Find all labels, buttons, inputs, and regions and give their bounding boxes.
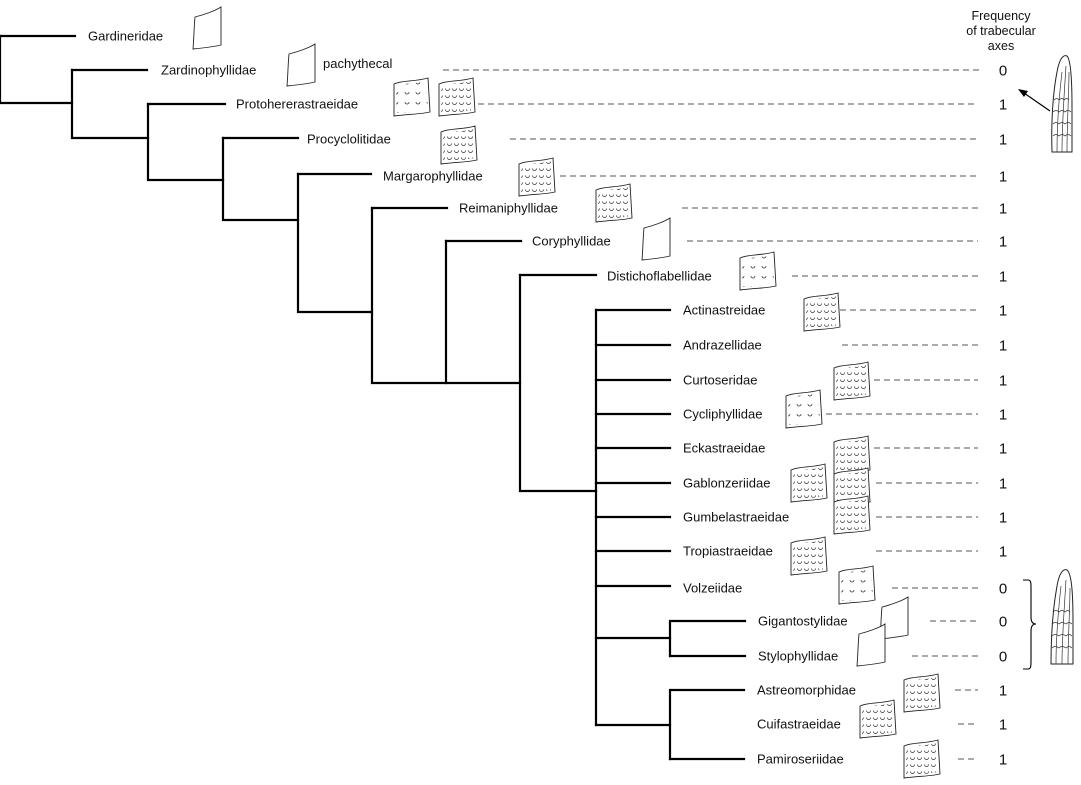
frequency-value-eckastraeidae: 1 <box>999 441 1007 458</box>
frequency-header: Frequency of trabecular axes <box>966 9 1035 53</box>
node-6 <box>370 206 448 385</box>
frequency-value-astreomorphidae: 1 <box>999 683 1007 700</box>
frequency-value-gablonzeriidae: 1 <box>999 476 1007 493</box>
perforated-wall-sketch-gablonzeriidae <box>790 463 828 503</box>
taxon-label-pamiroseriidae: Pamiroseriidae <box>757 752 844 767</box>
cladogram-tree <box>0 34 747 761</box>
arrow-icon <box>1018 89 1051 112</box>
taxon-label-cuifastraeidae: Cuifastraeidae <box>757 717 841 732</box>
node-8 <box>518 273 598 493</box>
taxon-label-distichoflabellidae: Distichoflabellidae <box>607 269 712 284</box>
leader-lines <box>443 69 980 760</box>
taxon-label-andrazellidae: Andrazellidae <box>683 338 762 353</box>
frequency-value-actinastreidae: 1 <box>999 303 1007 320</box>
taxon-label-astreomorphidae: Astreomorphidae <box>757 683 856 698</box>
solid-wall-sketch-zardinophyllidae <box>286 43 316 87</box>
perforated-wall-sketch-tropiastraeidae <box>790 536 828 576</box>
header-line-1: Frequency <box>971 9 1031 23</box>
taxon-label-protohererastraeidae: Protohererastraeidae <box>236 97 358 112</box>
perforated-wall-sketch-actinastreidae <box>803 292 841 332</box>
frequency-value-distichoflabellidae: 1 <box>999 269 1007 286</box>
taxon-label-margarophyllidae: Margarophyllidae <box>383 169 483 184</box>
frequency-value-pamiroseriidae: 1 <box>999 752 1007 769</box>
frequency-values: 0 1 1 1 1 1 1 1 1 1 1 1 1 1 1 0 0 0 1 1 1 <box>999 63 1007 769</box>
node-3 <box>146 102 225 182</box>
frequency-value-cuifastraeidae: 1 <box>999 717 1007 734</box>
frequency-value-reimaniphyllidae: 1 <box>999 201 1007 218</box>
branch-astreomorphidae <box>668 688 746 761</box>
taxon-label-reimaniphyllidae: Reimaniphyllidae <box>459 201 558 216</box>
frequency-value-cycliphyllidae: 1 <box>999 407 1007 424</box>
taxon-label-curtoseridae: Curtoseridae <box>683 373 757 388</box>
taxon-label-gumbelastraeidae: Gumbelastraeidae <box>683 510 789 525</box>
taxon-label-actinastreidae: Actinastreidae <box>683 303 765 318</box>
perforated-wall-sketch-curtoseridae <box>833 361 871 401</box>
trabecular-septum-icon <box>1051 55 1073 153</box>
header-line-2: of trabecular <box>966 24 1035 38</box>
perforated-wall-sketch-astreomorphidae <box>903 673 941 713</box>
frequency-value-tropiastraeidae: 1 <box>999 544 1007 561</box>
taxon-label-volzeiidae: Volzeiidae <box>683 581 742 596</box>
frequency-value-coryphyllidae: 1 <box>999 234 1007 251</box>
perforated-wall-sketch-cycliphyllidae <box>785 389 823 429</box>
branch-gigantostylidae <box>668 619 747 658</box>
perforated-wall-sketch-protohererastraeidae <box>438 77 476 117</box>
wall-sketches <box>192 6 941 779</box>
taxon-label-coryphyllidae: Coryphyllidae <box>532 234 611 249</box>
frequency-value-gumbelastraeidae: 1 <box>999 510 1007 527</box>
perforated-wall-sketch-gumbelastraeidae <box>833 495 871 535</box>
taxon-label-tropiastraeidae: Tropiastraeidae <box>683 544 773 559</box>
perforated-wall-sketch-protohererastraeidae <box>393 77 431 117</box>
solid-wall-sketch-gardineridae <box>192 6 222 50</box>
taxon-label-gablonzeriidae: Gablonzeriidae <box>683 476 770 491</box>
taxon-label-cycliphyllidae: Cycliphyllidae <box>683 407 762 422</box>
pachythecal-label: pachythecal <box>323 56 392 71</box>
taxon-label-gardineridae: Gardineridae <box>88 29 163 44</box>
taxon-label-gigantostylidae: Gigantostylidae <box>758 614 848 629</box>
curly-bracket-icon <box>1023 579 1037 670</box>
perforated-wall-sketch-volzeiidae <box>838 565 876 605</box>
taxon-label-procyclolitidae: Procyclolitidae <box>307 132 391 147</box>
frequency-value-stylophyllidae: 0 <box>999 649 1007 666</box>
perforated-wall-sketch-procyclolitidae <box>440 125 478 165</box>
solid-wall-sketch-stylophyllidae <box>856 623 886 667</box>
perforated-wall-sketch-margarophyllidae <box>518 157 556 197</box>
frequency-value-protohererastraeidae: 1 <box>999 97 1007 114</box>
frequency-value-volzeiidae: 0 <box>999 581 1007 598</box>
taxon-label-stylophyllidae: Stylophyllidae <box>758 649 838 664</box>
frequency-value-zardinophyllidae: 0 <box>999 63 1007 80</box>
node-4 <box>221 136 300 222</box>
frequency-value-procyclolitidae: 1 <box>999 132 1007 149</box>
frequency-value-gigantostylidae: 0 <box>999 614 1007 631</box>
perforated-wall-sketch-eckastraeidae <box>833 435 871 475</box>
node-1 <box>0 34 74 105</box>
taxon-label-eckastraeidae: Eckastraeidae <box>683 441 765 456</box>
perforated-wall-sketch-distichoflabellidae <box>739 251 777 291</box>
frequency-value-andrazellidae: 1 <box>999 338 1007 355</box>
node-7 <box>444 239 522 385</box>
perforated-wall-sketch-reimaniphyllidae <box>595 183 633 223</box>
solid-wall-sketch-gigantostylidae <box>879 596 909 640</box>
perforated-wall-sketch-pamiroseriidae <box>903 739 941 779</box>
frequency-value-margarophyllidae: 1 <box>999 169 1007 186</box>
taxon-label-zardinophyllidae: Zardinophyllidae <box>161 63 256 78</box>
node-5 <box>296 172 374 314</box>
node-2 <box>70 68 150 140</box>
header-line-3: axes <box>988 39 1014 53</box>
trabecular-septum-icon <box>1050 569 1074 665</box>
frequency-value-curtoseridae: 1 <box>999 373 1007 390</box>
taxon-labels: GardineridaeZardinophyllidaeProtohereras… <box>88 29 856 767</box>
perforated-wall-sketch-cuifastraeidae <box>859 699 897 739</box>
solid-wall-sketch-coryphyllidae <box>641 217 671 261</box>
